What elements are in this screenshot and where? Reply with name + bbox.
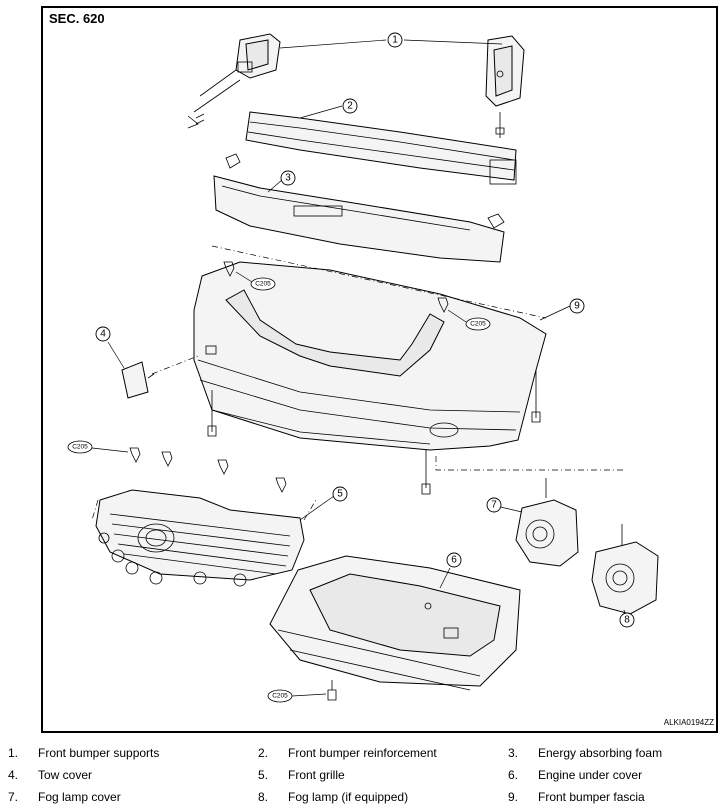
callout-8: 8 (619, 612, 635, 628)
callout-3: 3 (280, 170, 296, 186)
clip-tag: C205 (235, 271, 276, 291)
svg-text:1: 1 (392, 35, 398, 46)
front-bumper-reinforcement (225, 111, 517, 185)
clip-tag: C205 (267, 689, 327, 703)
figure-code: ALKIA0194ZZ (663, 718, 714, 727)
callout-4: 4 (95, 326, 111, 342)
clips (129, 261, 541, 701)
svg-text:8: 8 (624, 615, 630, 626)
svg-text:3: 3 (285, 173, 291, 184)
engine-under-cover (269, 555, 521, 691)
svg-text:4: 4 (100, 329, 106, 340)
callout-9: 9 (569, 298, 585, 314)
svg-text:C205: C205 (72, 444, 88, 451)
tow-cover (121, 355, 199, 399)
svg-text:6: 6 (451, 555, 457, 566)
callout-1: 1 (387, 32, 403, 48)
clip-tag: C205 (447, 309, 491, 331)
svg-text:9: 9 (574, 301, 580, 312)
svg-text:C205: C205 (272, 693, 288, 700)
svg-text:5: 5 (337, 489, 343, 500)
clip-tag: C205 (67, 440, 129, 454)
svg-text:C205: C205 (255, 281, 271, 288)
svg-text:2: 2 (347, 101, 353, 112)
callout-5: 5 (332, 486, 348, 502)
fog-lamp-cover (515, 478, 579, 567)
fog-lamp (591, 524, 659, 615)
front-bumper-supports (187, 33, 525, 138)
energy-absorbing-foam (213, 175, 505, 263)
svg-text:C205: C205 (470, 321, 486, 328)
callout-6: 6 (446, 552, 462, 568)
leader-lines (107, 39, 627, 619)
front-grille (91, 489, 317, 587)
section-label: SEC. 620 (49, 11, 105, 26)
callout-2: 2 (342, 98, 358, 114)
exploded-parts-diagram: 1 2 3 4 5 6 7 8 9 C205 C205 C205 C205 (67, 32, 659, 703)
front-bumper-fascia (193, 245, 626, 471)
svg-text:7: 7 (491, 500, 497, 511)
diagram-frame (41, 6, 718, 733)
callout-7: 7 (486, 497, 502, 513)
